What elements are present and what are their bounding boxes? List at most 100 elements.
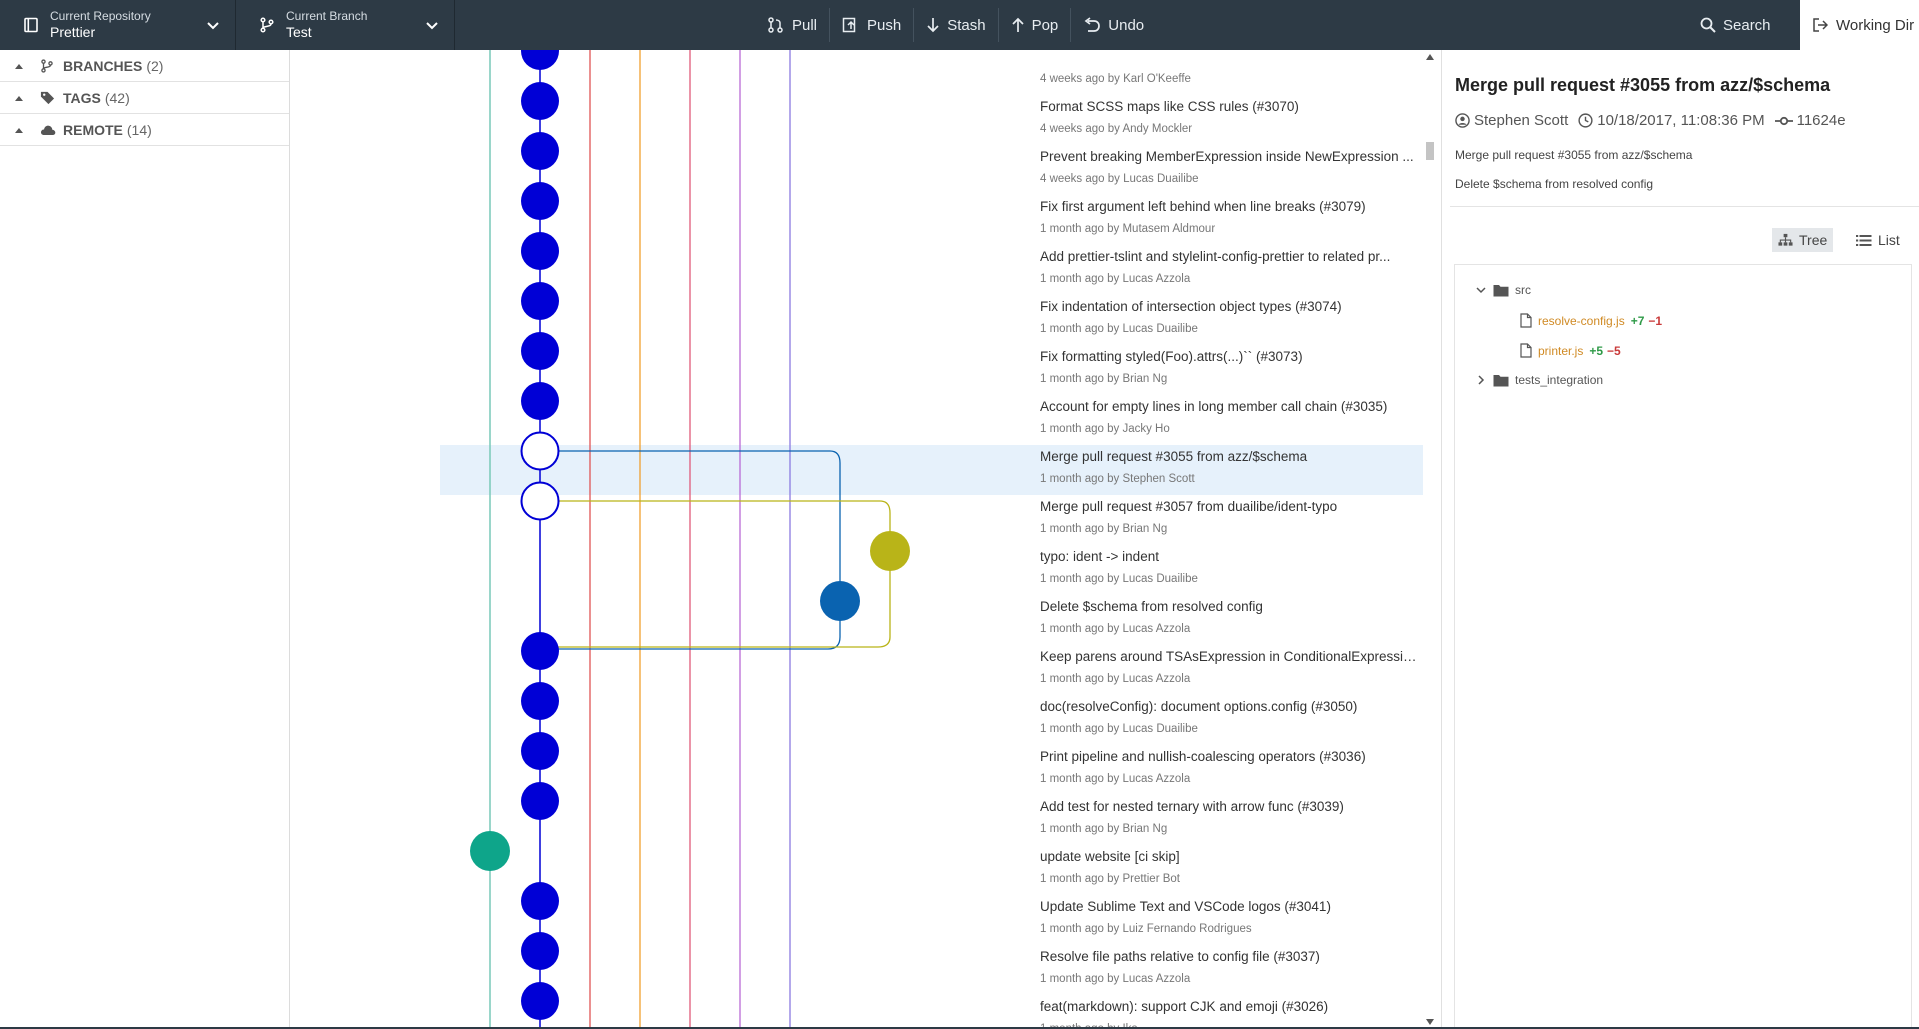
- push-button[interactable]: Push: [830, 8, 915, 42]
- scrollbar-thumb[interactable]: [1426, 142, 1434, 160]
- commit-meta: 1 month ago by Lucas Azzola: [1040, 273, 1191, 285]
- commit-node: [521, 382, 559, 420]
- commit-body-line: Merge pull request #3055 from azz/$schem…: [1455, 148, 1693, 162]
- cloud-icon: [40, 122, 56, 138]
- commit-icon: [1774, 116, 1793, 125]
- commit-row[interactable]: Keep parens around TSAsExpression in Con…: [440, 645, 1423, 695]
- file-icon: [1520, 343, 1532, 358]
- commit-author: Stephen Scott: [1474, 112, 1569, 129]
- search-button[interactable]: Search: [1700, 0, 1771, 50]
- commit-row[interactable]: Prevent breaking MemberExpression inside…: [440, 145, 1423, 195]
- sitemap-icon: [1778, 233, 1793, 246]
- commit-row[interactable]: Update Sublime Text and VSCode logos (#3…: [440, 895, 1423, 945]
- commit-node: [820, 581, 860, 621]
- clock-icon: [1578, 113, 1593, 128]
- commit-node: [521, 282, 559, 320]
- commit-row[interactable]: Format SCSS maps like CSS rules (#3070)4…: [440, 95, 1423, 145]
- sidebar: BRANCHES (2) TAGS (42) REMOTE (14): [0, 50, 290, 1029]
- tree-view-button[interactable]: Tree: [1772, 228, 1834, 252]
- file-name: printer.js: [1538, 343, 1584, 358]
- list-view-label: List: [1878, 232, 1900, 248]
- lines-added: +7: [1630, 313, 1645, 328]
- commit-node: [521, 132, 559, 170]
- commit-row[interactable]: doc(resolveConfig): document options.con…: [440, 695, 1423, 745]
- commit-meta: 1 month ago by Mutasem Aldmour: [1040, 223, 1216, 235]
- commit-meta: 1 month ago by Lucas Duailibe: [1040, 573, 1198, 585]
- merge-commit-node: [520, 481, 560, 521]
- branch-selector[interactable]: Current Branch Test: [236, 0, 455, 50]
- chevron-down-icon: [1476, 287, 1486, 294]
- graph-branch-line: [540, 500, 891, 648]
- repository-caption: Current Repository: [50, 9, 151, 24]
- commit-node: [521, 932, 559, 970]
- sidebar-item-tags[interactable]: TAGS (42): [0, 82, 289, 114]
- commit-row[interactable]: Merge pull request #3057 from duailibe/i…: [440, 495, 1423, 545]
- file-icon: [1520, 313, 1532, 328]
- tree-folder-tests-integration[interactable]: tests_integration: [1475, 373, 1603, 387]
- commit-row[interactable]: Fix indentation of intersection object t…: [440, 295, 1423, 345]
- repository-selector[interactable]: Current Repository Prettier: [0, 0, 236, 50]
- commit-date: 10/18/2017, 11:08:36 PM: [1597, 112, 1765, 129]
- commit-row[interactable]: 4 weeks ago by Karl O'Keeffe: [440, 50, 1423, 95]
- stash-icon: [927, 18, 939, 33]
- commit-row[interactable]: update website [ci skip]1 month ago by P…: [440, 845, 1423, 895]
- commit-row[interactable]: Fix first argument left behind when line…: [440, 195, 1423, 245]
- commit-meta: Stephen Scott 10/18/2017, 11:08:36 PM 11…: [1455, 112, 1856, 129]
- scroll-down-arrow-icon[interactable]: [1426, 1019, 1434, 1025]
- repository-name: Prettier: [50, 23, 96, 40]
- commit-meta: 4 weeks ago by Andy Mockler: [1040, 123, 1193, 135]
- pop-icon: [1011, 17, 1024, 32]
- sidebar-item-label: TAGS: [63, 89, 101, 106]
- commit-meta: 1 month ago by Stephen Scott: [1040, 473, 1195, 485]
- pull-label: Pull: [792, 16, 818, 34]
- commit-meta: 1 month ago by Lucas Duailibe: [1040, 323, 1198, 335]
- commit-meta: 1 month ago by Lucas Duailibe: [1040, 723, 1198, 735]
- commit-node: [521, 982, 559, 1020]
- commit-node: [521, 332, 559, 370]
- commit-row[interactable]: Merge pull request #3055 from azz/$schem…: [440, 445, 1423, 495]
- top-toolbar: Current Repository Prettier Current Bran…: [0, 0, 1919, 50]
- chevron-down-icon: [207, 22, 219, 30]
- lines-added: +5: [1589, 343, 1604, 358]
- commit-hash[interactable]: 11624e: [1796, 112, 1846, 129]
- commit-meta: 1 month ago by Prettier Bot: [1040, 873, 1180, 885]
- commit-meta: 1 month ago by Brian Ng: [1040, 373, 1168, 385]
- merge-commit-node: [520, 431, 560, 471]
- commit-row[interactable]: Account for empty lines in long member c…: [440, 395, 1423, 445]
- commit-node: [521, 782, 559, 820]
- commit-meta: 1 month ago by Jacky Ho: [1040, 423, 1170, 435]
- pull-button[interactable]: Pull: [755, 8, 831, 42]
- commit-meta: 1 month ago by Luiz Fernando Rodrigues: [1040, 923, 1252, 935]
- branch-icon: [40, 58, 56, 74]
- commit-meta: 1 month ago by Ika: [1040, 1023, 1138, 1029]
- tree-folder-src[interactable]: src: [1475, 283, 1531, 297]
- working-dir-button[interactable]: Working Dir: [1800, 0, 1919, 50]
- undo-label: Undo: [1108, 16, 1145, 34]
- sidebar-item-remote[interactable]: REMOTE (14): [0, 114, 289, 146]
- tag-icon: [40, 90, 56, 106]
- tree-view-label: Tree: [1799, 232, 1828, 248]
- commit-row[interactable]: Add prettier-tslint and stylelint-config…: [440, 245, 1423, 295]
- commit-row[interactable]: Add test for nested ternary with arrow f…: [440, 795, 1423, 845]
- scroll-up-arrow-icon[interactable]: [1426, 54, 1434, 60]
- commit-row[interactable]: Resolve file paths relative to config fi…: [440, 945, 1423, 995]
- commit-meta: 1 month ago by Lucas Azzola: [1040, 773, 1191, 785]
- commit-row[interactable]: feat(markdown): support CJK and emoji (#…: [440, 995, 1423, 1029]
- search-icon: [1700, 17, 1716, 33]
- tree-file[interactable]: printer.js +5 −5: [1520, 343, 1621, 358]
- commit-row[interactable]: Print pipeline and nullish-coalescing op…: [440, 745, 1423, 795]
- commit-list-scrollbar[interactable]: [1423, 50, 1436, 1029]
- branch-caption: Current Branch: [286, 9, 368, 24]
- sidebar-item-branches[interactable]: BRANCHES (2): [0, 50, 289, 82]
- tree-file[interactable]: resolve-config.js +7 −1: [1520, 313, 1662, 328]
- undo-button[interactable]: Undo: [1071, 8, 1156, 42]
- commit-row[interactable]: Fix formatting styled(Foo).attrs(...)`` …: [440, 345, 1423, 395]
- list-view-button[interactable]: List: [1850, 228, 1906, 252]
- pop-button[interactable]: Pop: [999, 8, 1072, 42]
- commit-meta: 1 month ago by Brian Ng: [1040, 523, 1168, 535]
- stash-button[interactable]: Stash: [914, 8, 999, 42]
